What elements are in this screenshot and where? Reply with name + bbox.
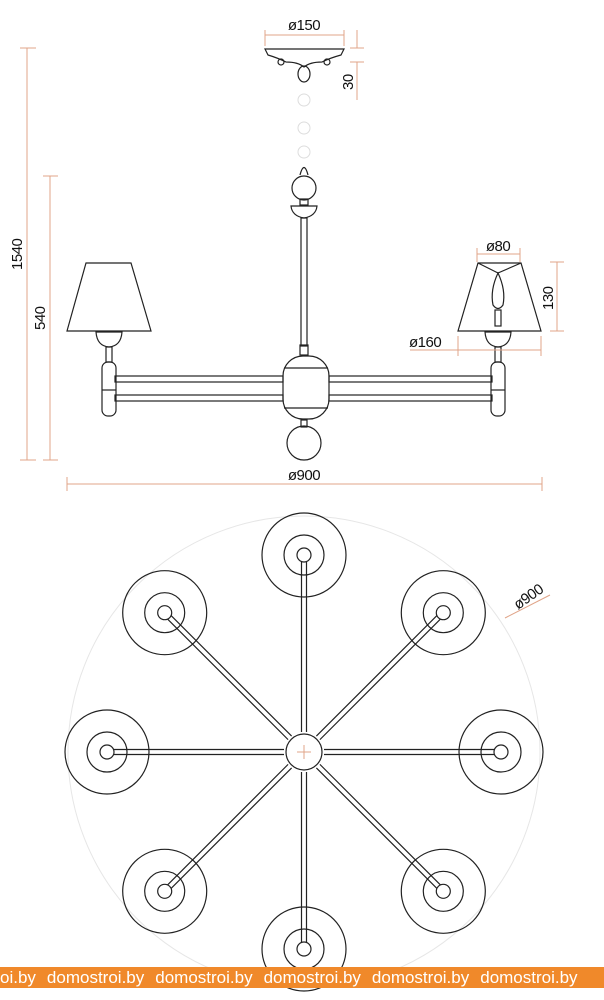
shade-outer-circle: [122, 570, 208, 656]
shade-outer-circle: [400, 848, 486, 934]
shade-inner-circle: [422, 870, 464, 912]
top-view-diameter-label: ø900: [511, 581, 547, 613]
watermark-banner: oi.by domostroi.by domostroi.by domostroi.b…: [0, 967, 604, 988]
canopy-height-label: 30: [340, 74, 357, 90]
shade-inner-circle: [480, 731, 522, 773]
socket-circle: [435, 605, 451, 621]
watermark-text: domostroi.by: [46, 968, 145, 987]
arm-line: [300, 772, 308, 949]
arm-line: [315, 763, 446, 894]
shade-top-diameter-label: ø80: [486, 238, 511, 255]
arm-line: [107, 748, 284, 756]
shade-outer-circle: [122, 848, 208, 934]
arm-line: [162, 763, 293, 894]
arm-line: [300, 555, 308, 732]
top-view: [64, 512, 544, 992]
canopy: [264, 48, 345, 83]
arm-line: [324, 748, 501, 756]
shade-inner-circle: [422, 592, 464, 634]
hub: [282, 355, 330, 461]
shade-outer-circle: [261, 906, 347, 992]
arm-line: [162, 610, 293, 741]
shade-outer-circle: [261, 512, 347, 598]
left-lamp: [66, 262, 152, 417]
shade-outer-circle: [400, 570, 486, 656]
canopy-diameter-label: ø150: [288, 17, 320, 34]
body-height-label: 540: [32, 306, 49, 330]
watermark-text: oi.by: [0, 968, 36, 987]
socket-circle: [296, 941, 312, 957]
socket-circle: [493, 744, 509, 760]
shade-outer-circle: [64, 709, 150, 795]
socket-circle: [99, 744, 115, 760]
side-view: [66, 48, 542, 461]
arm-line: [315, 610, 446, 741]
watermark-text: domostroi.by: [480, 968, 578, 987]
socket-circle: [157, 605, 173, 621]
shade-inner-circle: [86, 731, 128, 773]
watermark-text: domostroi.by: [371, 968, 470, 987]
overall-diameter-label: ø900: [288, 467, 320, 484]
socket-circle: [157, 883, 173, 899]
chain: [297, 93, 311, 159]
arms: [114, 375, 493, 402]
total-height-label: 1540: [9, 238, 26, 270]
dimension-lines: [20, 30, 564, 619]
watermark-text: domostroi.by: [263, 968, 361, 987]
right-lamp: [457, 262, 542, 417]
shade-outer-circle: [458, 709, 544, 795]
socket-circle: [435, 883, 451, 899]
center-cross: [297, 745, 311, 759]
shade-inner-circle: [144, 592, 186, 634]
shade-inner-circle: [144, 870, 186, 912]
shade-height-label: 130: [540, 286, 557, 310]
stem: [290, 166, 318, 356]
socket-circle: [296, 547, 312, 563]
shade-inner-circle: [283, 534, 325, 576]
shade-bottom-diameter-label: ø160: [409, 334, 441, 351]
watermark-text: domostroi.by: [155, 968, 253, 987]
outline-circle: [67, 515, 541, 989]
